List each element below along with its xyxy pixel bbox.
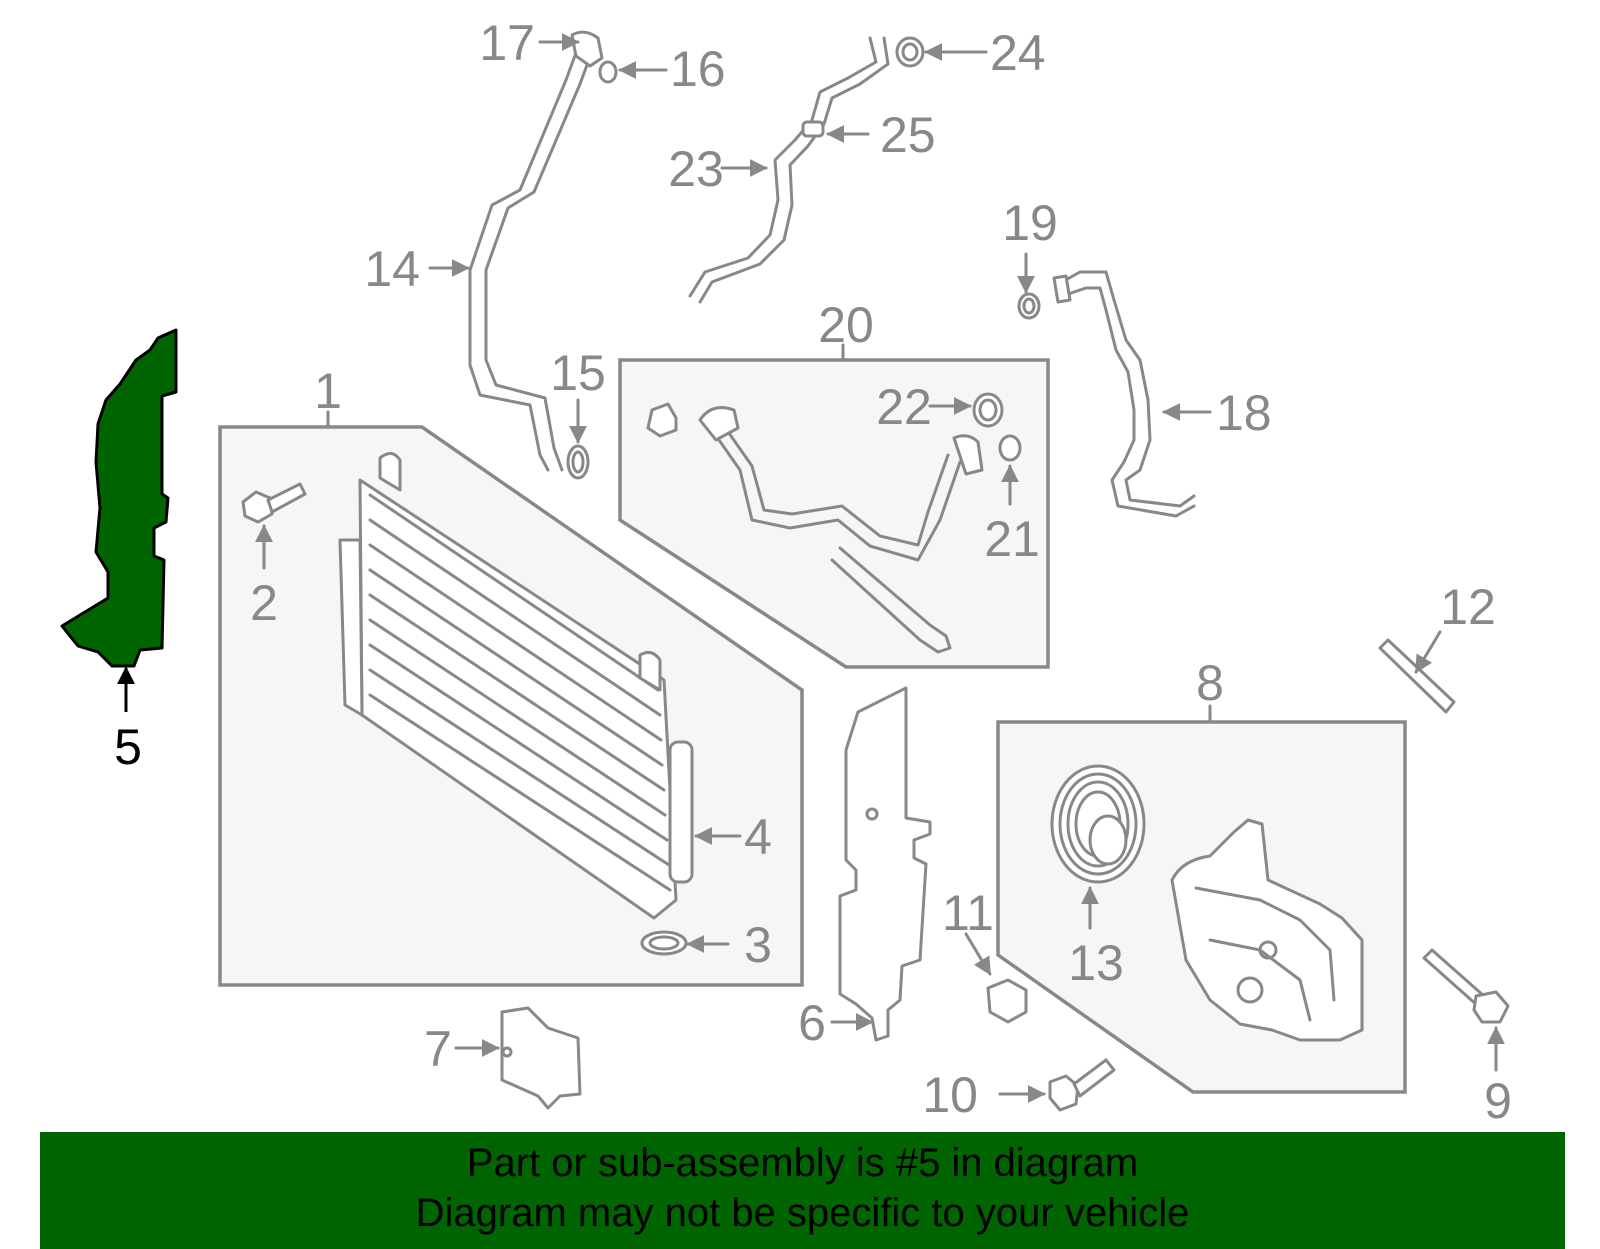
o-ring-21 [998,434,1022,462]
air-guide-5-highlighted [60,328,178,668]
o-ring-15 [566,444,590,480]
callout-10: 10 [922,1067,978,1123]
callout-8: 8 [1196,655,1224,711]
bracket-7 [500,1006,582,1110]
callout-13: 13 [1068,935,1124,991]
callout-16: 16 [670,41,726,97]
hose-18 [1052,270,1196,518]
condenser [338,452,678,920]
bolt-2 [241,482,307,524]
callout-3: 3 [744,917,772,973]
info-banner: Part or sub-assembly is #5 in diagram Di… [40,1132,1565,1249]
callout-23: 23 [668,141,724,197]
receiver-drier [668,740,694,884]
callout-20: 20 [818,297,874,353]
callout-21: 21 [984,511,1040,567]
callout-5: 5 [114,719,142,775]
callout-7: 7 [424,1021,452,1077]
callout-11: 11 [942,885,994,941]
bolt-9 [1422,948,1510,1024]
o-ring-16 [598,60,618,84]
o-ring-24 [895,36,925,68]
callout-12: 12 [1440,579,1496,635]
callout-arrows [117,33,1505,1103]
callout-6: 6 [798,995,826,1051]
callout-25: 25 [880,107,936,163]
callout-22: 22 [876,379,932,435]
callout-17: 17 [479,15,535,71]
hose-14 [468,30,604,472]
pipe-group-box [618,358,1050,669]
callout-1: 1 [314,363,342,419]
clutch-13 [1050,764,1146,884]
o-ring-22 [972,392,1004,428]
callout-4: 4 [744,809,772,865]
compressor-8 [1170,818,1364,1042]
callout-14: 14 [364,241,420,297]
air-guide-6 [838,686,932,1042]
pipe-23 [688,36,890,304]
callout-9: 9 [1484,1073,1512,1129]
nut-11 [986,978,1028,1024]
bolt-10 [1048,1058,1116,1112]
banner-line-1: Part or sub-assembly is #5 in diagram [466,1141,1139,1185]
callout-24: 24 [990,25,1046,81]
callout-2: 2 [250,575,278,631]
callout-15: 15 [550,345,606,401]
stud-12 [1378,638,1456,714]
pipe-assembly-20 [646,402,984,654]
callout-19: 19 [1002,195,1058,251]
o-ring-3 [640,930,688,956]
banner-line-2: Diagram may not be specific to your vehi… [415,1191,1190,1235]
callout-18: 18 [1216,385,1272,441]
o-ring-19 [1017,292,1041,320]
